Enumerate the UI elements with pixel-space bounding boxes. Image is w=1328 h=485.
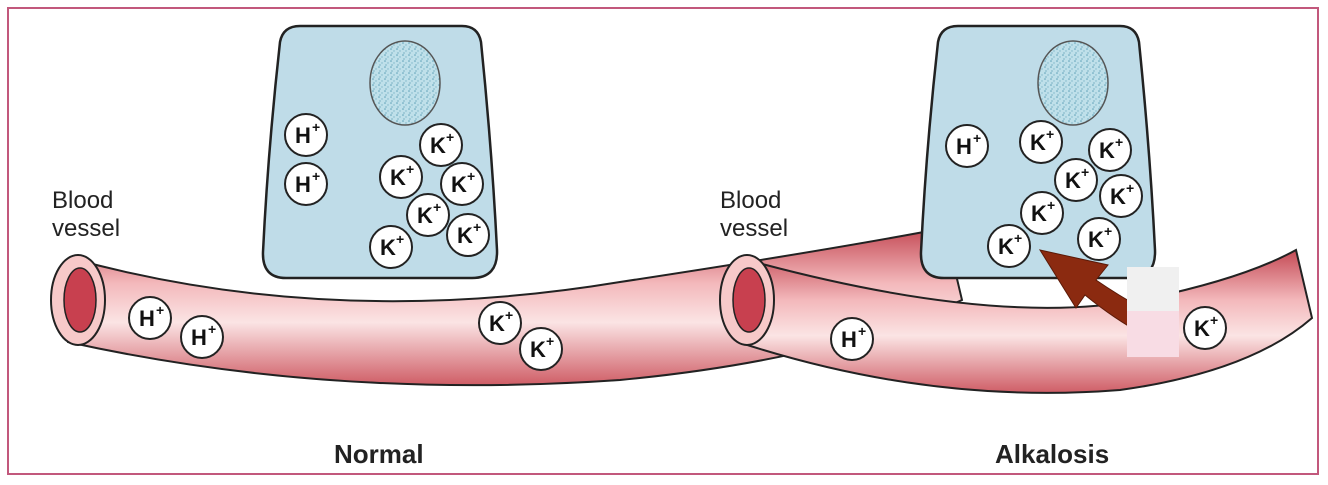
- nucleus: [1038, 41, 1108, 125]
- svg-text:K: K: [1030, 130, 1046, 155]
- svg-text:K: K: [457, 223, 473, 248]
- svg-text:K: K: [1110, 184, 1126, 209]
- svg-text:+: +: [1115, 134, 1123, 150]
- ion-k: K +: [420, 124, 462, 166]
- svg-text:+: +: [446, 129, 454, 145]
- panel-caption: Alkalosis: [995, 439, 1109, 469]
- svg-text:+: +: [973, 130, 981, 146]
- ion-symbol: H: [295, 123, 311, 148]
- svg-text:+: +: [156, 302, 164, 318]
- ion-k: K +: [479, 302, 521, 344]
- svg-text:+: +: [505, 307, 513, 323]
- ion-k: K +: [370, 226, 412, 268]
- svg-text:+: +: [396, 231, 404, 247]
- ion-k: K +: [407, 194, 449, 236]
- svg-text:+: +: [1210, 312, 1218, 328]
- ion-k: K +: [1078, 218, 1120, 260]
- vessel-label: vessel: [720, 215, 788, 242]
- ion-k: K +: [1020, 121, 1062, 163]
- svg-text:H: H: [956, 134, 972, 159]
- svg-text:+: +: [208, 321, 216, 337]
- ion-k: K +: [447, 214, 489, 256]
- svg-text:K: K: [430, 133, 446, 158]
- ion-k: K +: [1089, 129, 1131, 171]
- svg-text:+: +: [1104, 223, 1112, 239]
- arrow-label-box: [1127, 267, 1179, 311]
- svg-text:K: K: [998, 234, 1014, 259]
- ion-k: K +: [988, 225, 1030, 267]
- ion-k: K +: [1021, 192, 1063, 234]
- svg-text:+: +: [312, 168, 320, 184]
- ion-h: H +: [285, 114, 327, 156]
- svg-text:+: +: [1081, 164, 1089, 180]
- svg-text:K: K: [1099, 138, 1115, 163]
- svg-text:K: K: [1088, 227, 1104, 252]
- svg-text:K: K: [417, 203, 433, 228]
- svg-text:K: K: [1065, 168, 1081, 193]
- svg-text:+: +: [1046, 126, 1054, 142]
- svg-text:+: +: [1126, 180, 1134, 196]
- svg-text:H: H: [139, 306, 155, 331]
- panel-caption: Normal: [334, 439, 424, 469]
- ion-h: H +: [946, 125, 988, 167]
- vessel-label: Blood: [720, 187, 781, 214]
- ion-h: H +: [129, 297, 171, 339]
- svg-text:+: +: [858, 323, 866, 339]
- svg-text:+: +: [433, 199, 441, 215]
- ion-h: H +: [831, 318, 873, 360]
- panel-alkalosis: H + K + K + K + K + K + K: [720, 26, 1312, 469]
- nucleus: [370, 41, 440, 125]
- arrow-label-box: [1127, 311, 1179, 357]
- ion-k: K +: [1184, 307, 1226, 349]
- ion-k: K +: [380, 156, 422, 198]
- svg-text:K: K: [451, 172, 467, 197]
- ion-k: K +: [441, 163, 483, 205]
- svg-text:H: H: [295, 172, 311, 197]
- svg-text:+: +: [1047, 197, 1055, 213]
- ion-k: K +: [520, 328, 562, 370]
- svg-text:K: K: [1031, 201, 1047, 226]
- svg-text:H: H: [841, 327, 857, 352]
- ion-k: K +: [1055, 159, 1097, 201]
- svg-text:+: +: [467, 168, 475, 184]
- svg-text:K: K: [380, 235, 396, 260]
- svg-text:K: K: [390, 165, 406, 190]
- vessel-label: Blood: [52, 187, 113, 214]
- svg-text:+: +: [546, 333, 554, 349]
- svg-text:+: +: [406, 161, 414, 177]
- svg-text:+: +: [1014, 230, 1022, 246]
- panel-normal: H + H + K + K + K + K + K: [51, 26, 962, 469]
- svg-text:K: K: [1194, 316, 1210, 341]
- svg-text:K: K: [489, 311, 505, 336]
- svg-text:H: H: [191, 325, 207, 350]
- ion-h: H +: [285, 163, 327, 205]
- svg-text:+: +: [473, 219, 481, 235]
- svg-text:+: +: [312, 119, 320, 135]
- ion-h: H +: [181, 316, 223, 358]
- ion-k: K +: [1100, 175, 1142, 217]
- vessel-label: vessel: [52, 215, 120, 242]
- svg-text:K: K: [530, 337, 546, 362]
